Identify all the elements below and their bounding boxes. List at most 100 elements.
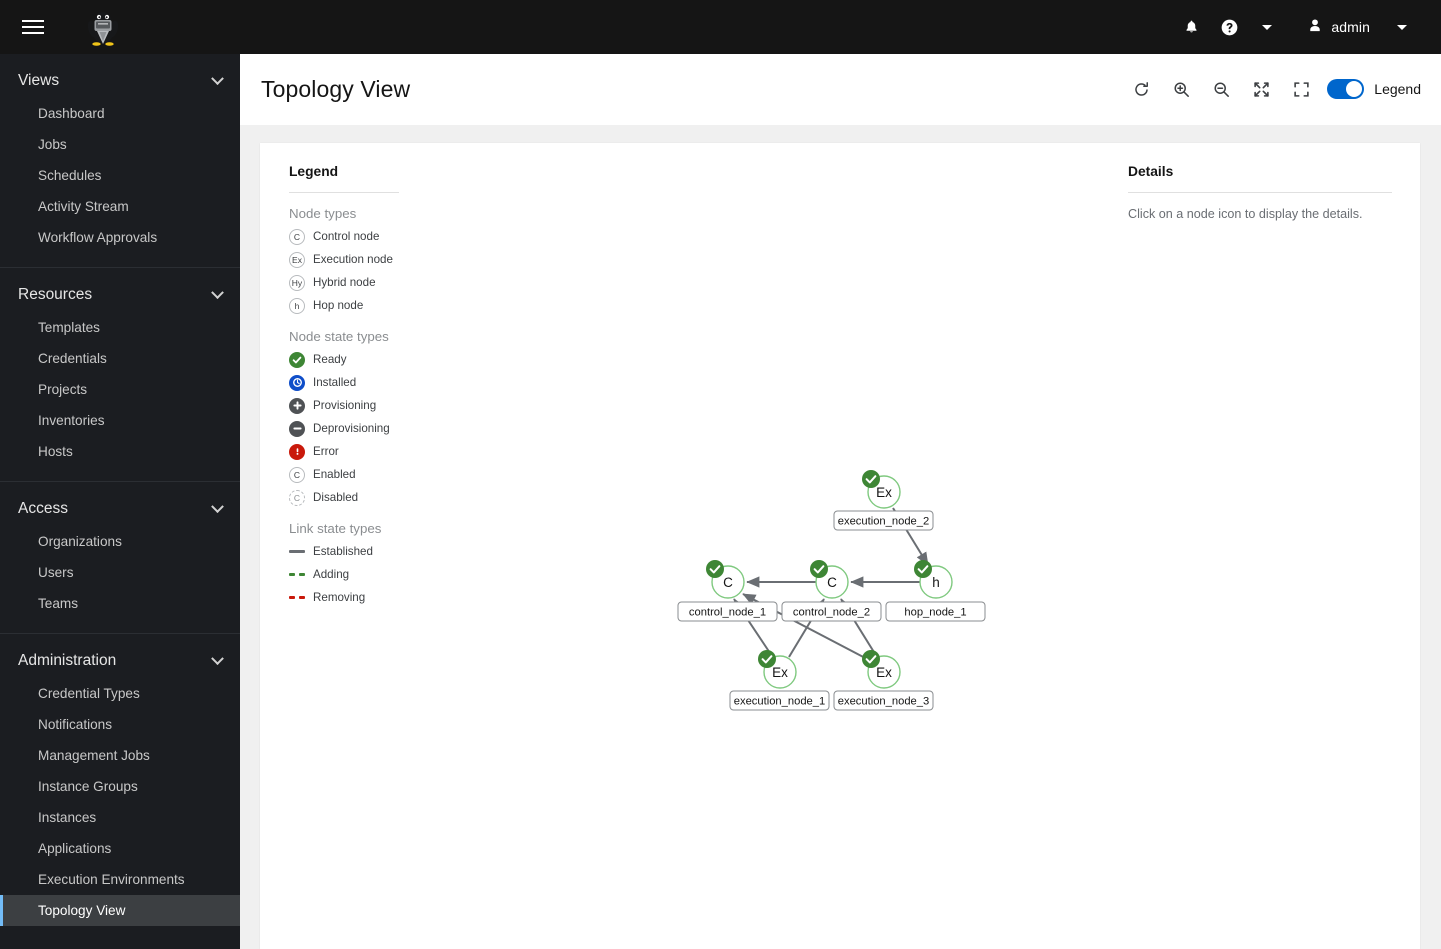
masthead-actions: admin bbox=[1172, 0, 1441, 54]
topology-toolbar: Legend bbox=[1121, 69, 1421, 109]
node-label-execution_node_2: execution_node_2 bbox=[838, 516, 929, 528]
hamburger-icon[interactable] bbox=[10, 0, 56, 54]
legend-item-hop-node: h Hop node bbox=[289, 294, 409, 317]
legend-label: Adding bbox=[313, 568, 350, 581]
details-empty-message: Click on a node icon to display the deta… bbox=[1128, 207, 1363, 221]
check-circle-icon bbox=[289, 351, 305, 368]
disabled-node-icon: C bbox=[289, 489, 305, 506]
expand-icon[interactable] bbox=[1281, 69, 1321, 109]
enabled-node-icon: C bbox=[289, 466, 305, 483]
chevron-down-icon[interactable] bbox=[211, 285, 224, 299]
bell-icon[interactable] bbox=[1172, 0, 1210, 54]
page-title: Topology View bbox=[261, 75, 411, 102]
sidebar-item-organizations[interactable]: Organizations bbox=[38, 534, 122, 549]
legend-label: Established bbox=[313, 545, 373, 558]
legend-label: Ready bbox=[313, 353, 347, 366]
graph-nodes: Ex C C bbox=[706, 470, 953, 689]
exclamation-circle-icon bbox=[289, 443, 305, 460]
legend-label: Disabled bbox=[313, 491, 359, 504]
sidebar-item-notifications[interactable]: Notifications bbox=[38, 717, 113, 732]
svg-text:C: C bbox=[827, 575, 837, 590]
zoom-in-icon[interactable] bbox=[1161, 69, 1201, 109]
node-label-box: hop_node_1 bbox=[885, 601, 986, 622]
node-label-box: control_node_2 bbox=[781, 601, 882, 622]
nav-group-header-access[interactable]: Access bbox=[0, 482, 240, 526]
sidebar-item-credential-types[interactable]: Credential Types bbox=[38, 686, 140, 701]
sidebar-item-templates[interactable]: Templates bbox=[38, 320, 100, 335]
sidebar-item-schedules[interactable]: Schedules bbox=[38, 168, 102, 183]
awx-tux-logo[interactable] bbox=[76, 0, 130, 54]
node-control_node_2: C bbox=[810, 560, 849, 599]
details-title: Details bbox=[1128, 164, 1174, 179]
legend-toggle[interactable] bbox=[1327, 79, 1365, 99]
sidebar-item-instances[interactable]: Instances bbox=[38, 810, 97, 825]
nav-group-label: Views bbox=[18, 72, 60, 89]
sidebar-item-topology-view[interactable]: Topology View bbox=[0, 895, 240, 926]
topology-graph[interactable]: execution_node_2 control_node_1 control_… bbox=[260, 143, 1420, 949]
sidebar-navigation: Views Dashboard Jobs Schedules Activity … bbox=[0, 54, 240, 949]
legend-item-removing: Removing bbox=[289, 586, 409, 609]
control-node-icon: C bbox=[289, 228, 305, 245]
svg-text:Ex: Ex bbox=[772, 665, 788, 680]
svg-text:Ex: Ex bbox=[876, 665, 892, 680]
help-dropdown-caret-icon[interactable] bbox=[1248, 0, 1286, 54]
refresh-icon[interactable] bbox=[1121, 69, 1161, 109]
graph-node-labels: execution_node_2 control_node_1 control_… bbox=[677, 510, 986, 711]
node-execution_node_1: Ex bbox=[758, 650, 797, 689]
sidebar-item-activity-stream[interactable]: Activity Stream bbox=[38, 199, 129, 214]
node-hop_node_1: h bbox=[914, 560, 953, 599]
question-circle-icon[interactable] bbox=[1210, 0, 1248, 54]
zoom-out-icon[interactable] bbox=[1201, 69, 1241, 109]
clock-circle-icon bbox=[289, 374, 305, 391]
nav-group-header-views[interactable]: Views bbox=[0, 54, 240, 98]
nav-group-access: Access Organizations Users Teams bbox=[0, 482, 240, 634]
nav-group-resources: Resources Templates Credentials Projects… bbox=[0, 268, 240, 482]
chevron-down-icon[interactable] bbox=[211, 71, 224, 85]
legend-label: Hybrid node bbox=[313, 276, 376, 289]
legend-section-node-state-types: Node state types bbox=[289, 329, 389, 344]
sidebar-item-users[interactable]: Users bbox=[38, 565, 74, 580]
sidebar-item-teams[interactable]: Teams bbox=[38, 596, 79, 611]
chevron-down-icon[interactable] bbox=[211, 499, 224, 513]
legend-label: Installed bbox=[313, 376, 357, 389]
sidebar-item-credentials[interactable]: Credentials bbox=[38, 351, 107, 366]
legend-item-enabled: C Enabled bbox=[289, 463, 409, 486]
legend-section-link-state-types: Link state types bbox=[289, 521, 382, 536]
sidebar-item-workflow-approvals[interactable]: Workflow Approvals bbox=[38, 230, 158, 245]
sidebar-item-projects[interactable]: Projects bbox=[38, 382, 88, 397]
sidebar-item-applications[interactable]: Applications bbox=[38, 841, 112, 856]
dashed-link-adding-icon bbox=[289, 572, 305, 577]
nav-group-label: Administration bbox=[18, 652, 117, 669]
sidebar-item-hosts[interactable]: Hosts bbox=[38, 444, 73, 459]
svg-text:h: h bbox=[932, 575, 940, 590]
legend-toggle-group: Legend bbox=[1327, 79, 1421, 99]
nav-group-label: Resources bbox=[18, 286, 93, 303]
chevron-down-icon[interactable] bbox=[211, 651, 224, 665]
node-control_node_1: C bbox=[706, 560, 745, 599]
sidebar-item-jobs[interactable]: Jobs bbox=[38, 137, 67, 152]
user-dropdown-caret-icon[interactable] bbox=[1397, 24, 1407, 30]
masthead: admin bbox=[0, 0, 1441, 54]
legend-label: Provisioning bbox=[313, 399, 377, 412]
page-header: Topology View bbox=[240, 54, 1441, 125]
details-panel: Details Click on a node icon to display … bbox=[1128, 164, 1392, 223]
nav-group-header-administration[interactable]: Administration bbox=[0, 634, 240, 678]
nav-group-administration: Administration Credential Types Notifica… bbox=[0, 634, 240, 940]
fit-to-screen-icon[interactable] bbox=[1241, 69, 1281, 109]
sidebar-item-inventories[interactable]: Inventories bbox=[38, 413, 105, 428]
sidebar-item-dashboard[interactable]: Dashboard bbox=[38, 106, 105, 121]
legend-item-error: Error bbox=[289, 440, 409, 463]
legend-item-execution-node: Ex Execution node bbox=[289, 248, 409, 271]
sidebar-item-instance-groups[interactable]: Instance Groups bbox=[38, 779, 138, 794]
execution-node-icon: Ex bbox=[289, 251, 305, 268]
legend-item-adding: Adding bbox=[289, 563, 409, 586]
solid-link-icon bbox=[289, 549, 305, 554]
sidebar-item-management-jobs[interactable]: Management Jobs bbox=[38, 748, 150, 763]
legend-toggle-label: Legend bbox=[1374, 81, 1421, 97]
legend-title: Legend bbox=[289, 164, 339, 179]
legend-label: Control node bbox=[313, 230, 380, 243]
nav-group-header-resources[interactable]: Resources bbox=[0, 268, 240, 312]
sidebar-item-execution-environments[interactable]: Execution Environments bbox=[38, 872, 185, 887]
user-menu[interactable]: admin bbox=[1286, 0, 1407, 54]
legend-item-established: Established bbox=[289, 540, 409, 563]
